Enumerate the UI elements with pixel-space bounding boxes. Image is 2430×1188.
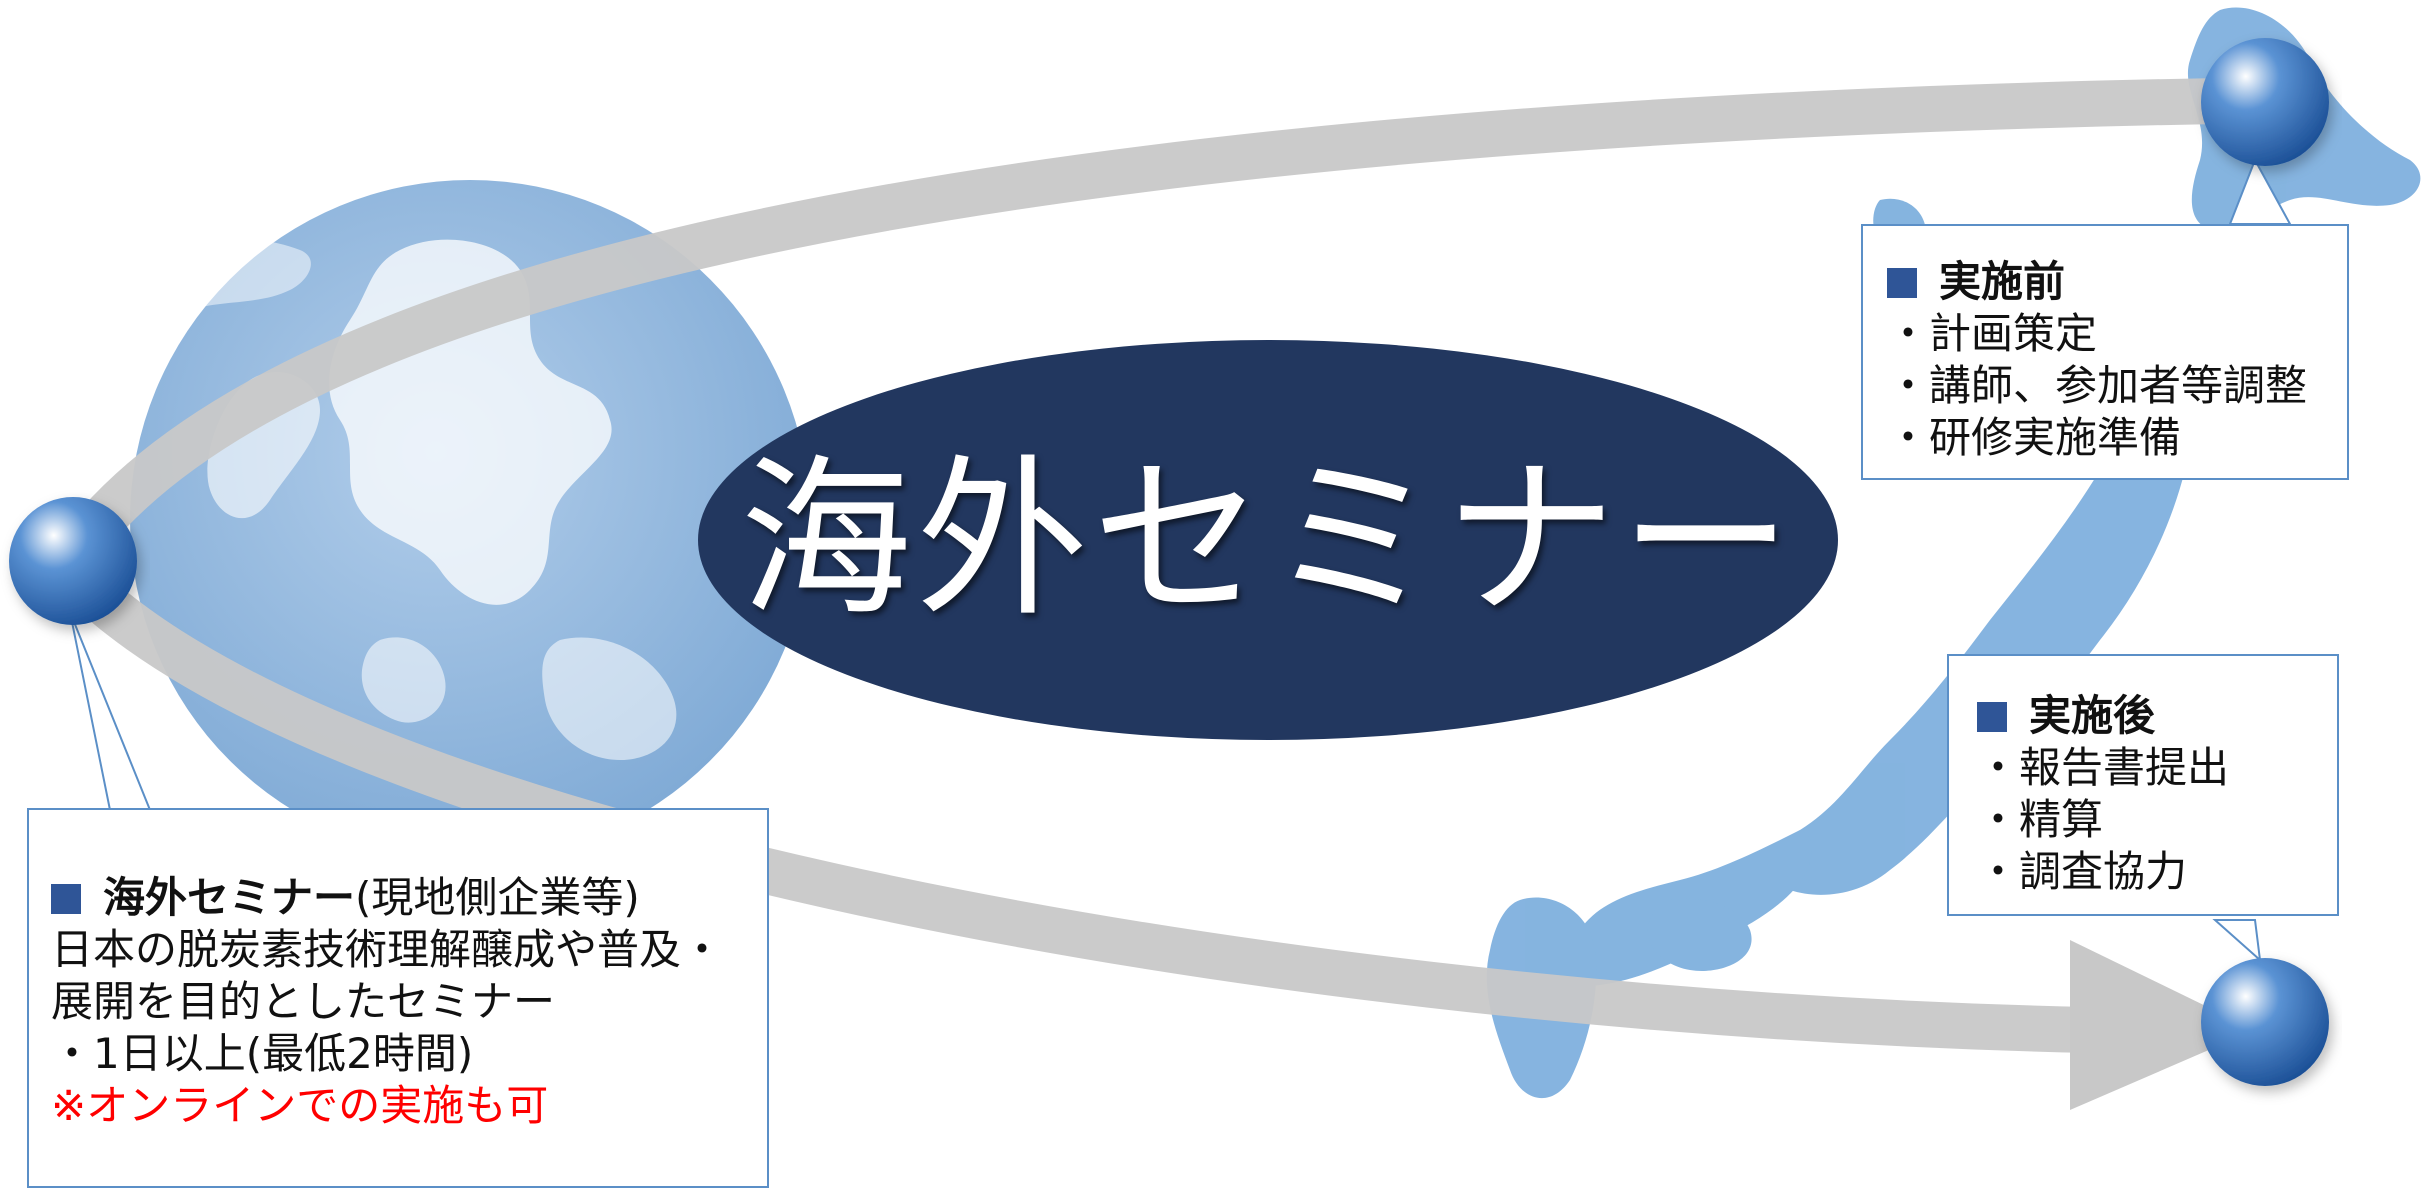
diagram-canvas (9, 7, 2421, 1110)
callout-heading: 実施後 (1977, 690, 2337, 742)
page-title: 海外セミナー (740, 439, 1796, 640)
list-item: ・講師、参加者等調整 (1887, 361, 2308, 410)
node-overseas (9, 497, 137, 625)
list-item: ・研修実施準備 (1887, 413, 2182, 462)
description-line: 日本の脱炭素技術理解醸成や普及・ (51, 925, 724, 974)
arrow-top (51, 77, 2281, 574)
list-item: ・計画策定 (1887, 309, 2098, 358)
arrow-head (2070, 940, 2255, 1110)
callout-overseas-seminar: 海外セミナー(現地側企業等) 日本の脱炭素技術理解醸成や普及・ 展開を目的とした… (27, 808, 769, 1188)
flow-arrows (51, 77, 2281, 1110)
callout-before-implementation: 実施前 ・計画策定 ・講師、参加者等調整 ・研修実施準備 (1861, 224, 2349, 480)
callout-heading: 海外セミナー(現地側企業等) (51, 872, 767, 924)
list-item: ・精算 (1977, 795, 2104, 844)
node-japan-south (2201, 958, 2329, 1086)
description-line: 展開を目的としたセミナー (51, 977, 556, 1026)
square-bullet-icon (1887, 268, 1917, 298)
title-ellipse (698, 340, 1838, 740)
node-japan-north (2201, 38, 2329, 166)
list-item: ・調査協力 (1977, 847, 2188, 896)
square-bullet-icon (51, 884, 81, 914)
callout-heading: 実施前 (1887, 256, 2347, 308)
list-item: ・報告書提出 (1977, 743, 2230, 792)
description-line: ・1日以上(最低2時間) (51, 1029, 474, 1078)
arrow-bottom (53, 554, 2091, 1053)
square-bullet-icon (1977, 702, 2007, 732)
online-note: ※オンラインでの実施も可 (51, 1081, 549, 1130)
callout-after-implementation: 実施後 ・報告書提出 ・精算 ・調査協力 (1947, 654, 2339, 916)
